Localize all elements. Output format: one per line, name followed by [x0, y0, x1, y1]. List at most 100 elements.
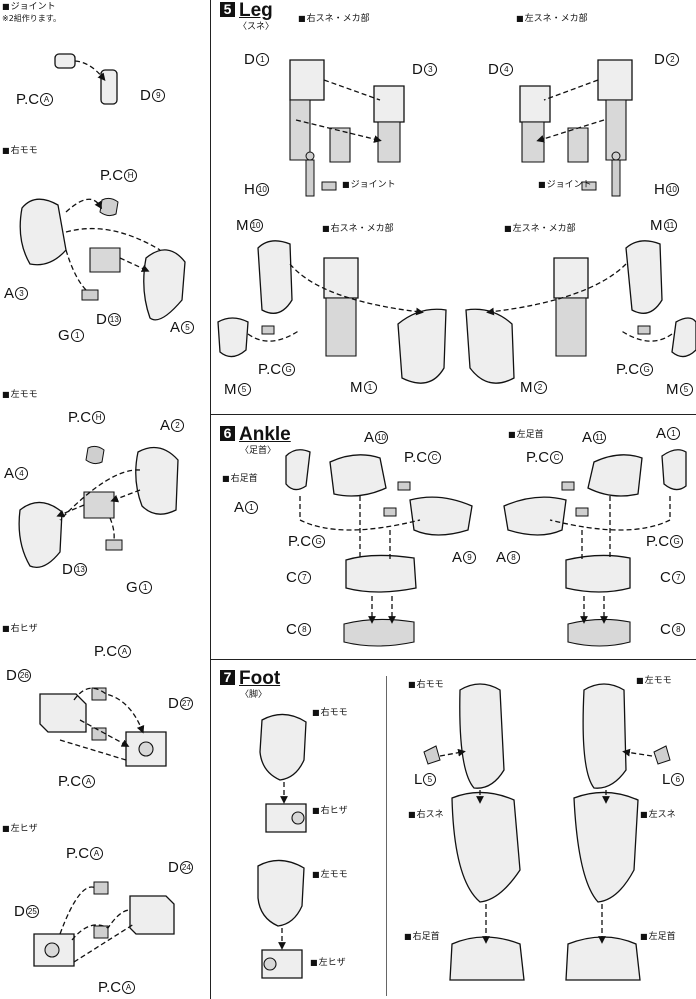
step7-l-thigh-small: 左モモ	[312, 870, 348, 880]
step5-jp-title: 〈スネ〉	[238, 22, 275, 32]
step7-small-right	[259, 713, 307, 833]
step7-title: Foot	[239, 668, 281, 689]
step5-left-mech-heading: 左スネ・メカ部	[516, 14, 588, 24]
step6-title: Ankle	[239, 424, 291, 445]
step6-left-ankle-heading: 左足首	[508, 430, 544, 440]
step5-joint-left-label: ジョイント	[342, 180, 396, 190]
right-knee-heading: 右ヒザ	[2, 624, 38, 634]
step7-right-leg	[423, 683, 525, 981]
step7-number: 7	[220, 670, 235, 685]
step5-left-mech	[519, 59, 633, 197]
step7-small-left	[257, 859, 305, 979]
step7-r-thigh-small: 右モモ	[312, 708, 348, 718]
step7-l-knee-small: 左ヒザ	[310, 958, 346, 968]
joint-note: ※2組作ります。	[2, 14, 61, 23]
joint-heading: ジョイント	[2, 2, 56, 12]
step6-jp-title: 〈足首〉	[240, 446, 277, 456]
left-thigh-heading: 左モモ	[2, 390, 38, 400]
step7-l-shin: 左スネ	[640, 810, 676, 820]
step5-number: 5	[220, 2, 235, 17]
step5-left-armor	[465, 240, 696, 384]
step6-left-ankle	[503, 449, 687, 647]
step7-r-knee-small: 右ヒザ	[312, 806, 348, 816]
joint-assembly	[54, 53, 118, 105]
left-knee-assembly	[33, 881, 175, 967]
step6-right-ankle-heading: 右足首	[222, 474, 258, 484]
step5-step6-divider	[210, 414, 696, 415]
step5-title: Leg	[239, 0, 273, 21]
left-thigh-assembly	[18, 445, 179, 569]
right-knee-assembly	[39, 687, 167, 767]
step6-number: 6	[220, 426, 235, 441]
column-divider	[210, 0, 211, 999]
step7-r-ankle: 右足首	[404, 932, 440, 942]
step7-jp-title: 〈脚〉	[240, 690, 268, 700]
step6-right-ankle	[285, 449, 473, 647]
step5-right-mech	[289, 59, 405, 197]
step5-right-mech-heading: 右スネ・メカ部	[298, 14, 370, 24]
right-thigh-assembly	[19, 197, 186, 321]
step7-left-leg	[565, 683, 671, 981]
step7-l-ankle: 左足首	[640, 932, 676, 942]
step5-right-mech-heading-2: 右スネ・メカ部	[322, 224, 394, 234]
step6-header: 6 Ankle	[220, 424, 291, 445]
left-knee-heading: 左ヒザ	[2, 824, 38, 834]
step7-l-thigh: 左モモ	[636, 676, 672, 686]
step7-center-divider	[386, 676, 387, 996]
step5-right-armor	[217, 240, 447, 384]
step5-left-mech-heading-2: 左スネ・メカ部	[504, 224, 576, 234]
step7-r-shin: 右スネ	[408, 810, 444, 820]
step6-step7-divider	[210, 659, 696, 660]
